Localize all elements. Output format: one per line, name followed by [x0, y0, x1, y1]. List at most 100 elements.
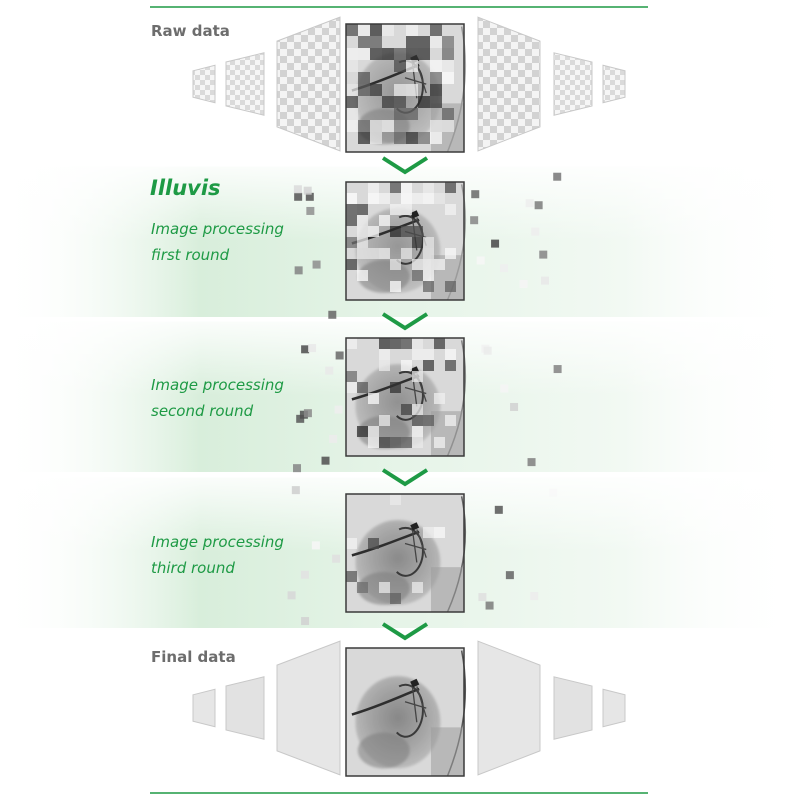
noise-cell — [445, 248, 456, 259]
noise-cell — [346, 24, 358, 36]
noise-cell — [406, 84, 418, 96]
noise-square — [505, 571, 514, 580]
noise-cell — [412, 237, 423, 248]
noise-cell — [382, 24, 394, 36]
noise-cell — [346, 571, 357, 582]
noise-cell — [418, 48, 430, 60]
noise-square — [540, 276, 549, 285]
vessel-loop — [396, 370, 424, 421]
device-marker — [410, 678, 420, 688]
noise-square — [519, 279, 528, 288]
perspective-panel — [225, 52, 265, 116]
noise-cell — [390, 259, 401, 270]
noise-cell — [423, 360, 434, 371]
noise-cell — [358, 24, 370, 36]
noise-square — [471, 190, 480, 199]
noise-cell — [430, 60, 442, 72]
noise-square — [321, 456, 330, 465]
noise-cell — [423, 182, 434, 193]
perspective-panel — [225, 676, 265, 740]
stage-2-line2: second round — [151, 402, 254, 420]
dark-corner — [430, 567, 464, 612]
stage-images — [345, 181, 467, 613]
noise-cell — [390, 437, 401, 448]
noise-cell — [390, 382, 401, 393]
noise-cell — [412, 270, 423, 281]
noise-cell — [445, 204, 456, 215]
noise-square — [332, 554, 341, 563]
noise-cell — [346, 60, 358, 72]
noise-cell — [368, 437, 379, 448]
noise-square — [308, 344, 317, 353]
noise-cell — [357, 237, 368, 248]
noise-cell — [346, 193, 357, 204]
noise-cell — [368, 182, 379, 193]
noise-square — [294, 192, 303, 201]
noise-square — [525, 199, 534, 208]
noise-cell — [379, 582, 390, 593]
noise-cell — [401, 338, 412, 349]
noise-cell — [357, 382, 368, 393]
noise-cell — [423, 281, 434, 292]
vessel-loop — [396, 683, 424, 738]
perspective-panel — [276, 16, 341, 152]
noise-cell — [346, 204, 357, 215]
noise-cell — [368, 193, 379, 204]
noise-cell — [412, 582, 423, 593]
noise-square — [325, 366, 334, 375]
noise-cell — [412, 404, 423, 415]
noise-cell — [406, 60, 418, 72]
noise-cell — [445, 360, 456, 371]
noise-cell — [418, 96, 430, 108]
noise-cell — [445, 349, 456, 360]
noise-cell — [445, 182, 456, 193]
noise-cell — [358, 72, 370, 84]
noise-square — [303, 409, 312, 418]
device-marker — [410, 522, 420, 531]
noise-cell — [357, 248, 368, 259]
noise-cell — [412, 338, 423, 349]
noise-cell — [346, 215, 357, 226]
noise-square — [553, 172, 562, 181]
noise-square — [534, 201, 543, 210]
noise-cell — [346, 84, 358, 96]
noise-cell — [390, 226, 401, 237]
noise-cell — [412, 371, 423, 382]
perspective-panel — [192, 64, 216, 104]
noise-cell — [368, 248, 379, 259]
noise-cell — [358, 48, 370, 60]
noise-cell — [406, 108, 418, 120]
noise-cell — [423, 248, 434, 259]
noise-square — [301, 345, 310, 354]
final-data-strip — [192, 640, 626, 777]
chevron-down-icon — [381, 468, 429, 487]
stage-1-label: Image processing first round — [151, 216, 284, 268]
noise-cell — [423, 237, 434, 248]
noise-cell — [379, 215, 390, 226]
noise-cell — [370, 36, 382, 48]
noise-square — [491, 239, 500, 248]
noise-cell — [346, 259, 357, 270]
noise-cell — [442, 108, 454, 120]
noise-cell — [370, 120, 382, 132]
raw-data-strip — [192, 16, 626, 153]
noise-cell — [379, 415, 390, 426]
noise-cell — [394, 108, 406, 120]
noise-cell — [434, 259, 445, 270]
perspective-panel — [192, 688, 216, 728]
noise-square — [483, 346, 492, 355]
noise-cell — [346, 48, 358, 60]
noise-cell — [412, 415, 423, 426]
noise-square — [334, 405, 343, 414]
noise-cell — [379, 360, 390, 371]
noise-squares — [287, 172, 562, 626]
chevron-down-icon — [381, 312, 429, 331]
noise-cell — [346, 538, 357, 549]
raw-data-title: Raw data — [151, 22, 230, 40]
perspective-panel — [602, 688, 626, 728]
raw-center-image — [345, 23, 467, 153]
noise-cell — [430, 72, 442, 84]
noise-square — [553, 365, 562, 374]
noise-cell — [412, 349, 423, 360]
